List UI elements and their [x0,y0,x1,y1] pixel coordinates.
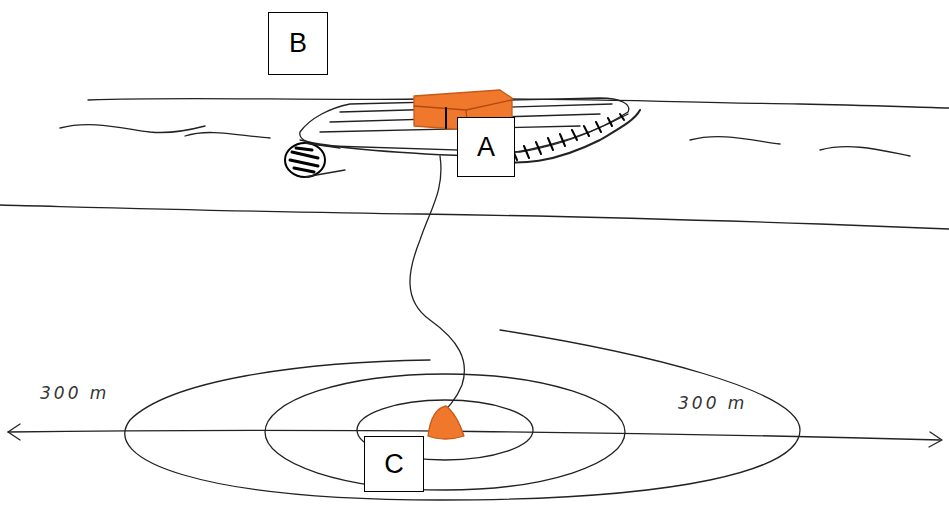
wave [690,137,780,144]
callout-box: A [457,117,515,177]
arrow-head [8,424,20,440]
dimension-label: 300 m [40,383,109,403]
callout-letter: B [289,28,307,59]
pontoon-end [285,143,325,177]
pontoon-hatch [500,114,624,162]
pontoon [305,143,345,177]
wave [820,147,910,156]
callout-letter: C [384,449,404,480]
seabed-ring [125,330,800,500]
callout-box: C [364,436,424,492]
dimension-label: 300 m [678,393,747,413]
arrow-head [929,432,942,447]
box-strap [445,108,447,128]
wave [60,125,205,133]
river-bank [0,205,949,229]
wave [185,133,270,138]
callout-box: B [268,12,328,75]
distance-axis [8,430,940,440]
callout-letter: A [477,132,495,163]
orange-object [428,406,464,439]
pontoon-scribble [290,148,318,172]
